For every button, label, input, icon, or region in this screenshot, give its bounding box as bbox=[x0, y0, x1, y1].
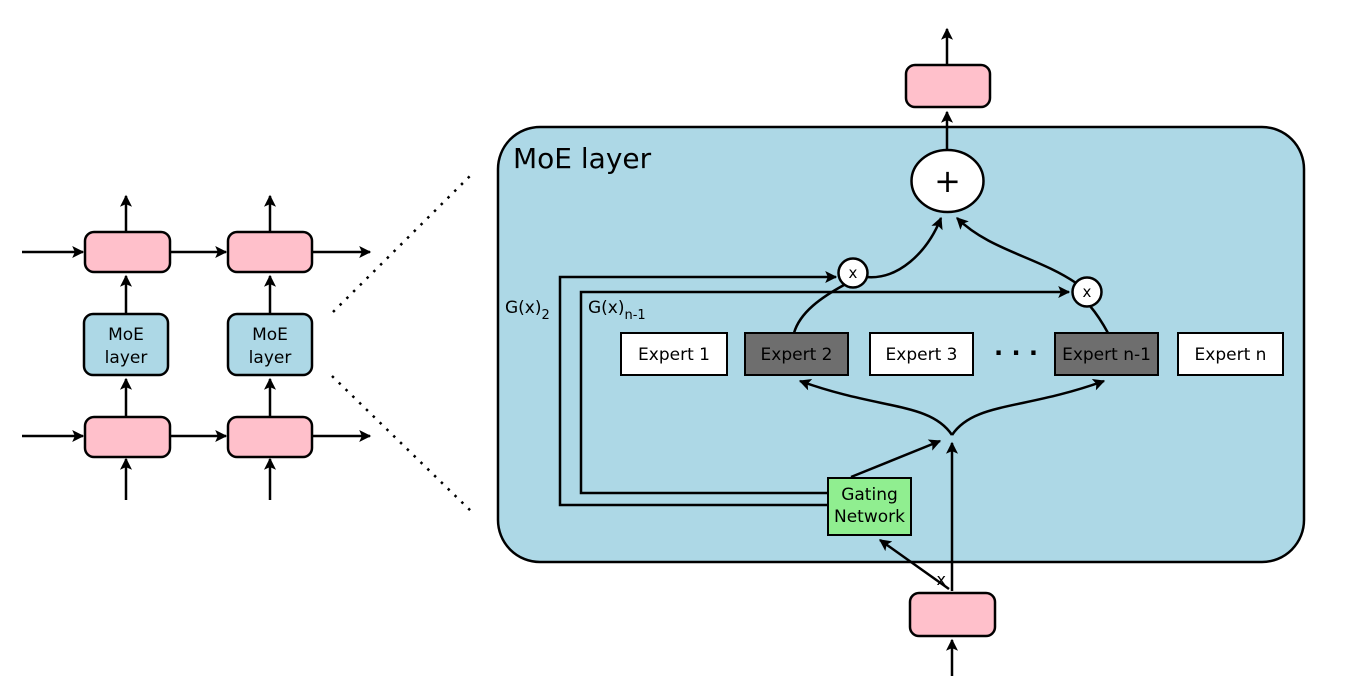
expert-2-label: Expert 2 bbox=[761, 345, 833, 365]
adder-node bbox=[910, 148, 985, 214]
multiplier-n1-symbol: x bbox=[1083, 283, 1092, 301]
expert-1-label: Expert 1 bbox=[638, 345, 710, 365]
output-block bbox=[904, 63, 992, 109]
gating-to-split-arrow bbox=[850, 439, 942, 479]
input-x-label: x bbox=[937, 570, 946, 589]
gate-weight-path-2 bbox=[558, 271, 838, 507]
input-split-to-expert-n1 bbox=[950, 379, 1106, 436]
expert-n-label: Expert n bbox=[1195, 345, 1267, 365]
bottom-cell-box-2 bbox=[226, 415, 314, 459]
expert-n1-box bbox=[1054, 332, 1159, 376]
moe-layer-box-1 bbox=[82, 312, 170, 377]
expert-2-box bbox=[744, 332, 849, 376]
multiplier-node-n1 bbox=[1071, 276, 1103, 308]
expert-n1-label: Expert n-1 bbox=[1062, 345, 1151, 365]
gate-weight-path-n1 bbox=[579, 286, 1071, 495]
moe-layer-box-2 bbox=[226, 312, 314, 377]
top-cell-box-2 bbox=[226, 230, 314, 274]
top-cell-box-1 bbox=[83, 230, 172, 274]
input-block bbox=[908, 591, 997, 638]
expert-n1-to-multiplier bbox=[1089, 305, 1110, 334]
multiplier-node-2 bbox=[837, 257, 869, 289]
adder-symbol: + bbox=[934, 162, 961, 200]
multiplier-n1-to-adder bbox=[956, 217, 1077, 285]
input-to-gating-arrow bbox=[879, 538, 950, 591]
bottom-cell-box-1 bbox=[83, 415, 172, 459]
expert2-to-multiplier bbox=[792, 283, 845, 334]
dotted-guide-lower bbox=[331, 375, 475, 515]
multiplier2-to-adder bbox=[865, 216, 943, 279]
expert-n-box bbox=[1177, 332, 1284, 376]
gate-weight-n1-label: G(x)n-1 bbox=[588, 298, 646, 323]
gate-weight-2-label: G(x)2 bbox=[505, 298, 550, 323]
multiplier-2-symbol: x bbox=[849, 264, 858, 282]
moe-layer-title: MoE layer bbox=[513, 142, 652, 175]
experts-ellipsis: · · · bbox=[994, 339, 1038, 367]
dotted-guide-upper bbox=[332, 171, 475, 313]
input-split-to-expert2 bbox=[798, 379, 954, 436]
moe-layer-detail-panel: MoE layer G(x)2 G(x)n-1 Expert 1 Expert … bbox=[496, 27, 1306, 676]
gating-network-box bbox=[827, 477, 912, 536]
expert-1-box bbox=[620, 332, 728, 376]
expert-3-box bbox=[869, 332, 974, 376]
expert-3-label: Expert 3 bbox=[886, 345, 958, 365]
